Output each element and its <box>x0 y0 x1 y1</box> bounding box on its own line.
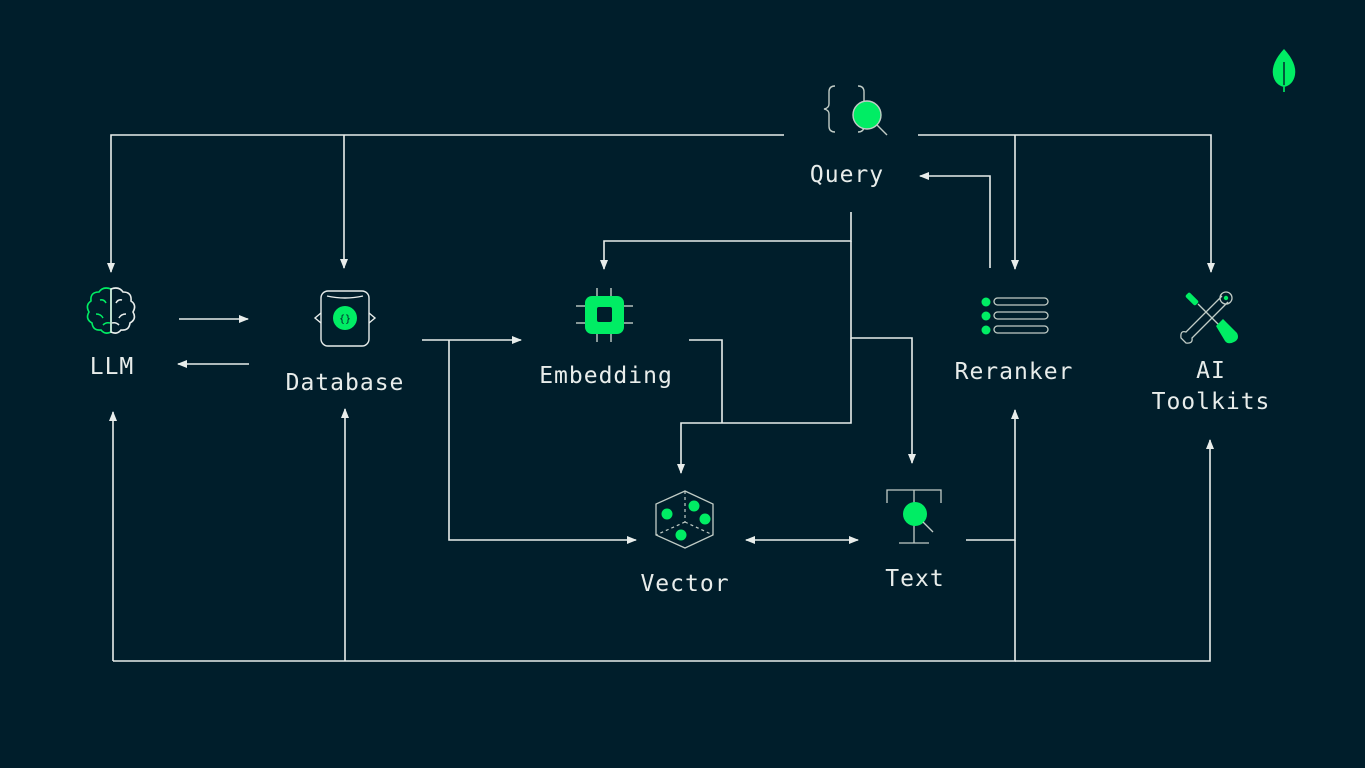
query-braces-search-icon <box>823 85 888 136</box>
edge-query-to-text <box>850 241 916 464</box>
node-label-llm[interactable]: LLM <box>89 354 135 380</box>
wrench-screwdriver-icon <box>1180 291 1238 344</box>
vector-cube-icon <box>655 490 714 549</box>
node-label-database[interactable]: Database <box>285 370 405 396</box>
node-label-embedding[interactable]: Embedding <box>539 363 673 389</box>
edge-database-to-vector <box>448 340 637 544</box>
text-search-icon <box>886 489 942 544</box>
edge-query-to-vector <box>677 338 852 474</box>
document-database-icon: {} <box>313 290 377 347</box>
node-label-reranker[interactable]: Reranker <box>954 359 1074 385</box>
edge-query-to-toolkits <box>918 134 1215 273</box>
svg-text:{}: {} <box>339 314 351 325</box>
edge-bottom-bus <box>113 540 1016 662</box>
edge-bus-to-toolkits <box>1015 439 1214 662</box>
ranked-list-icon <box>981 297 1049 335</box>
edge-text-to-reranker <box>966 409 1019 541</box>
node-label-vector[interactable]: Vector <box>640 571 730 597</box>
edge-reranker-to-query <box>919 172 991 268</box>
edge-query-to-llm <box>107 134 784 273</box>
edge-embedding-to-vector <box>689 339 723 423</box>
node-label-query[interactable]: Query <box>809 162 885 188</box>
chip-icon <box>576 288 633 342</box>
mongodb-leaf-icon <box>1272 49 1296 92</box>
node-label-text[interactable]: Text <box>885 566 945 592</box>
brain-icon <box>86 287 136 334</box>
node-label-toolkits[interactable]: AI Toolkits <box>1151 358 1271 415</box>
edge-query-to-embedding <box>600 212 852 270</box>
